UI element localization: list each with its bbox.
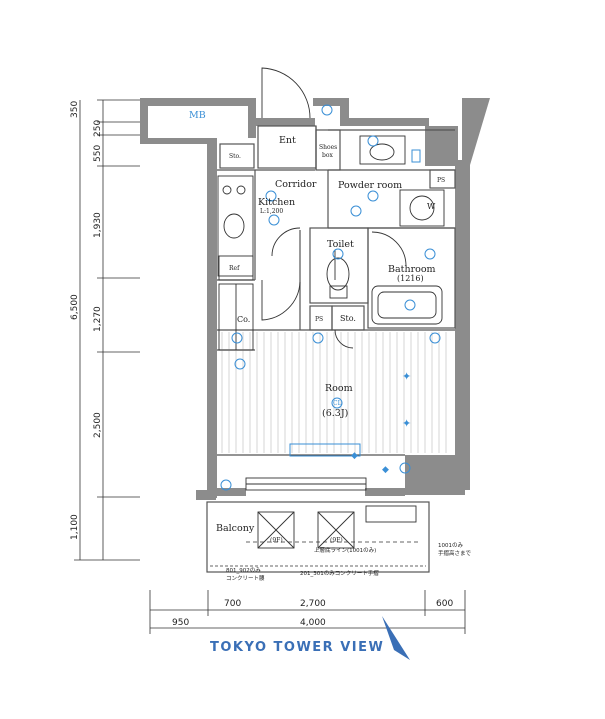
label-powder-room: Powder room	[338, 180, 402, 191]
label-room-cl: CL	[333, 400, 342, 407]
room-floor-hatch	[221, 332, 447, 453]
outlet-marks: ✦ ✦ ◆ ◆	[351, 370, 411, 475]
electrical-fixtures	[220, 104, 441, 491]
dim-1930: 1,930	[93, 212, 103, 238]
label-ps-top: PS	[437, 177, 445, 184]
label-balcony: Balcony	[216, 523, 255, 534]
label-ref: Ref	[229, 265, 240, 272]
label-bathroom: Bathroom	[388, 264, 436, 275]
dim-2500: 2,500	[93, 412, 103, 438]
label-room-size: (6.3J)	[322, 408, 348, 419]
note-right-2: 手摺高さまで	[438, 549, 472, 557]
label-room: Room	[325, 383, 353, 394]
dim-950: 950	[172, 618, 189, 628]
dim-350: 350	[70, 101, 80, 118]
dim-1270: 1,270	[93, 306, 103, 332]
label-corridor: Corridor	[275, 179, 317, 190]
bottom-dimension-lines	[149, 590, 466, 634]
label-balcony-ac1: (9F)	[270, 537, 283, 544]
label-mb: MB	[189, 110, 206, 121]
svg-text:◆: ◆	[382, 465, 389, 475]
label-ent: Ent	[279, 135, 296, 146]
dim-4000: 4,000	[300, 618, 326, 628]
interior-walls	[206, 125, 456, 573]
svg-text:◆: ◆	[351, 451, 358, 461]
label-bathroom-sub: (1216)	[397, 274, 424, 283]
dim-700: 700	[224, 599, 241, 609]
note-left-2: コンクリート腰	[226, 575, 265, 582]
outer-walls	[140, 98, 490, 500]
label-shoes-box-1: Shoes	[319, 144, 337, 151]
label-sto-top: Sto.	[229, 153, 241, 160]
brand-arrow-icon	[382, 616, 410, 660]
dim-1100: 1,100	[70, 514, 80, 540]
dim-250: 250	[93, 120, 103, 137]
label-ps-mid: PS	[315, 316, 323, 323]
label-sto-mid: Sto.	[340, 314, 356, 323]
dim-550: 550	[93, 145, 103, 162]
brand-title: TOKYO TOWER VIEW	[210, 640, 384, 655]
svg-text:✦: ✦	[402, 370, 411, 383]
label-kitchen-sub: L:1,200	[260, 208, 283, 215]
label-toilet: Toilet	[327, 239, 354, 250]
label-balcony-ac2: (9F)	[330, 537, 343, 544]
door-swings	[261, 67, 407, 349]
left-dimension-lines	[74, 99, 140, 561]
note-right-1: 1001のみ	[438, 542, 463, 549]
dim-600: 600	[436, 599, 453, 609]
label-w: W	[427, 202, 436, 211]
label-kitchen: Kitchen	[258, 197, 295, 208]
label-shoes-box-2: box	[322, 152, 333, 159]
label-co: Co.	[237, 315, 250, 324]
svg-text:✦: ✦	[402, 417, 411, 430]
note-left-1: 801_902のみ	[226, 567, 261, 574]
dim-6500: 6,500	[70, 294, 80, 320]
dim-2700: 2,700	[300, 599, 326, 609]
note-balcony-line: 上層底ライン(1001のみ)	[314, 546, 376, 554]
note-mid: 201_301のみコンクリート手摺	[300, 569, 379, 577]
